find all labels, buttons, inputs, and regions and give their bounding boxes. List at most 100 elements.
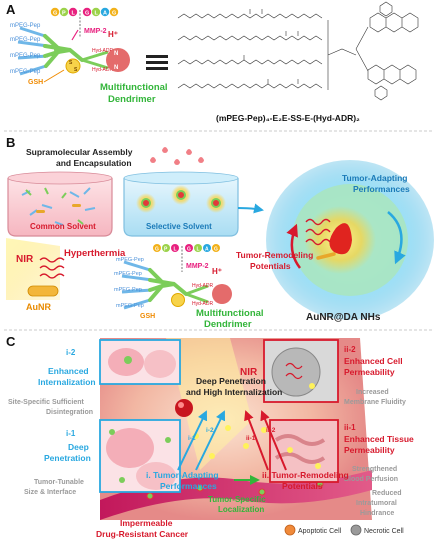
tumor-adapting-arrow bbox=[387, 211, 406, 265]
nir-beam-c bbox=[166, 338, 252, 470]
dendrimer-label-b: Dendrimer bbox=[204, 319, 252, 330]
ii2-cell bbox=[271, 347, 321, 397]
arrow-i2 bbox=[195, 410, 226, 471]
peg-arms-b bbox=[121, 260, 153, 310]
rod-fragment-2 bbox=[72, 204, 81, 207]
ii2-tag: ii-2 bbox=[344, 345, 356, 354]
formula-label: (mPEG-Pep)₄-E₂E-SS-E-(Hyd-ADR)₂ bbox=[216, 113, 360, 123]
ii1-title-1: Enhanced Tissue bbox=[344, 434, 414, 444]
aunr-da-label: AuNR@DA NHs bbox=[306, 312, 381, 323]
panel-c: C NIR i-2 Enhanced Interna bbox=[6, 334, 414, 539]
nir-label-c: NIR bbox=[240, 367, 258, 378]
dendrimer-fragments bbox=[21, 187, 96, 226]
impermeable-label-1: Impermeable bbox=[120, 518, 173, 528]
i1-cell-1 bbox=[106, 428, 154, 468]
specific-label-1: Tumor-Specific bbox=[208, 495, 266, 504]
specific-label-2: Localization bbox=[218, 505, 264, 514]
aunr-da-nanohybrid bbox=[266, 160, 434, 320]
hyd-label-b-2: Hyd-ADR bbox=[192, 301, 214, 307]
seq-letter-a-4: G bbox=[85, 11, 89, 17]
vessel-np-1 bbox=[146, 492, 154, 500]
tissue-np-2 bbox=[243, 443, 249, 449]
seq-letter-b-7: G bbox=[214, 247, 218, 253]
sugar-ring-bottom bbox=[374, 85, 388, 101]
tumor-remodeling-label-2: Potentials bbox=[250, 261, 291, 271]
peg-label-b-2: mPEG-Pep bbox=[114, 271, 142, 277]
blue-beaker-rim bbox=[123, 171, 239, 185]
rod-fragment-1 bbox=[36, 210, 45, 213]
droplet-3 bbox=[174, 159, 180, 165]
i2-cell-2 bbox=[144, 350, 176, 378]
hyd-arms-b bbox=[185, 284, 209, 304]
seq-bead-b-3 bbox=[171, 244, 179, 252]
ii1-sub-5: Hindrance bbox=[360, 510, 394, 517]
peg-label-a-1: mPEG-Pep bbox=[10, 23, 41, 29]
panel-a-letter: A bbox=[6, 2, 16, 17]
i2-sub-1: Site-Specific Sufficient bbox=[8, 399, 85, 406]
hyperthermia-label: Hyperthermia bbox=[64, 248, 126, 259]
equals-bar-2 bbox=[146, 61, 168, 64]
side-groups bbox=[243, 9, 299, 84]
equals-sign bbox=[146, 55, 168, 70]
tumor-adapting-label-1: Tumor-Adapting bbox=[342, 173, 407, 183]
seq-bead-b-5 bbox=[194, 244, 202, 252]
chemical-structure bbox=[177, 1, 419, 101]
cell-legend: Apoptotic Cell Necrotic Cell bbox=[284, 524, 404, 536]
center-left-label-1: i. Tumor-Adapting bbox=[146, 470, 219, 480]
ii2-title-2: Permeability bbox=[344, 367, 395, 377]
i2-title-2: Internalization bbox=[38, 377, 96, 387]
hydrazone-links bbox=[355, 26, 369, 72]
peg-label-b-4: mPEG-Pep bbox=[116, 303, 144, 309]
arrow-i1 bbox=[177, 410, 208, 471]
panel-c-letter: C bbox=[6, 334, 16, 349]
i1-cell-2 bbox=[136, 462, 176, 490]
chain-2 bbox=[177, 35, 323, 41]
anthracycline-ring-bottom bbox=[367, 64, 417, 85]
nir-label-b: NIR bbox=[16, 254, 34, 265]
i1-np-1 bbox=[109, 429, 115, 435]
seq-bead-b-1 bbox=[153, 244, 161, 252]
peptide-sequence-a: G P L G L A G bbox=[50, 7, 119, 17]
mmp-label-b: MMP-2 bbox=[186, 263, 209, 270]
impermeable-label-2: Drug-Resistant Cancer bbox=[96, 529, 189, 539]
droplet-1 bbox=[150, 157, 156, 163]
i2-title-1: Enhanced bbox=[48, 366, 89, 376]
equals-bar-3 bbox=[146, 67, 168, 70]
seq-letter-b-5: L bbox=[197, 247, 200, 253]
seq-bead-b-4 bbox=[185, 244, 193, 252]
seq-letter-b-4: G bbox=[187, 247, 191, 253]
seq-letter-a-5: L bbox=[95, 11, 99, 17]
necrotic-icon bbox=[350, 524, 362, 536]
anthracycline-ring-top bbox=[369, 12, 419, 33]
seq-bead-b-2 bbox=[162, 244, 170, 252]
center-right-label-1: ii. Tumor-Remodeling bbox=[262, 470, 349, 480]
multifunctional-label-a: Multifunctional bbox=[100, 82, 168, 93]
peg-label-a-2: mPEG-Pep bbox=[10, 37, 41, 43]
chain-4 bbox=[177, 83, 323, 89]
seq-letter-a-2: P bbox=[62, 11, 66, 17]
seq-bead-a-1 bbox=[50, 7, 60, 17]
necrotic-label: Necrotic Cell bbox=[364, 528, 404, 535]
heat-waves-core bbox=[305, 218, 331, 246]
panel-a: A mPEG-Pep mPEG-Pep mPEG-Pep mPEG-Pep S … bbox=[6, 1, 419, 123]
vessel-np-3 bbox=[258, 488, 266, 496]
seq-letter-a-7: G bbox=[112, 11, 116, 17]
ii2-np bbox=[309, 383, 315, 389]
arrow-ii1-label: ii-1 bbox=[246, 435, 256, 442]
branch-links bbox=[327, 20, 357, 90]
disulfide-bond-a bbox=[65, 58, 81, 74]
seq-letter-a-1: G bbox=[53, 11, 57, 17]
assembly-arrow bbox=[237, 203, 264, 214]
panel-b: B Supramolecular Assembly and Encapsulat… bbox=[6, 135, 434, 330]
solvent-droplets bbox=[150, 147, 204, 165]
nir-beam-b bbox=[6, 238, 60, 300]
ii1-np-1 bbox=[287, 447, 293, 453]
mmp-arrow-a bbox=[71, 29, 79, 41]
i1-title-1: Deep bbox=[68, 442, 89, 452]
ii2-title-1: Enhanced Cell bbox=[344, 356, 403, 366]
ii2-sub-1: Increased bbox=[356, 389, 389, 396]
seq-bead-a-5 bbox=[91, 7, 101, 17]
panel-b-letter: B bbox=[6, 135, 15, 150]
i1-np-2 bbox=[165, 437, 171, 443]
core-node-a bbox=[54, 46, 62, 54]
